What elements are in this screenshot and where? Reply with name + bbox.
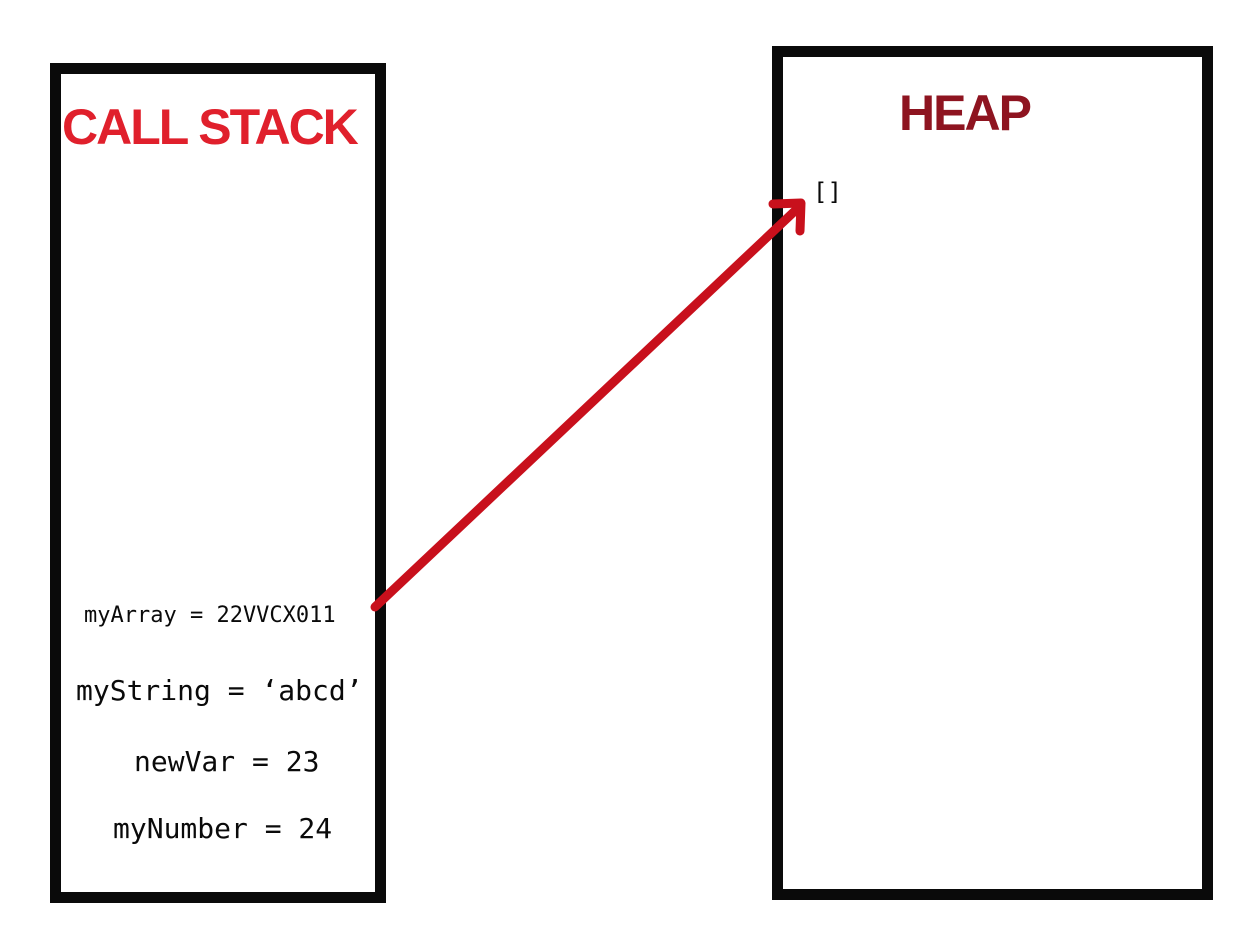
call-stack-title: CALL STACK	[62, 99, 359, 155]
stack-variable-mynumber: myNumber = 24	[113, 812, 333, 845]
stack-variable-newvar: newVar = 23	[134, 745, 320, 778]
heap-array-value: []	[813, 178, 842, 206]
stack-variable-mystring: myString = ‘abcd’	[76, 674, 363, 707]
call-stack-box	[50, 63, 386, 903]
heap-title: HEAP	[899, 85, 1032, 141]
heap-box	[772, 46, 1213, 900]
stack-variable-myarray: myArray = 22VVCX011	[84, 603, 336, 628]
reference-arrow-icon	[370, 198, 806, 612]
arrow-shaft	[370, 203, 803, 612]
